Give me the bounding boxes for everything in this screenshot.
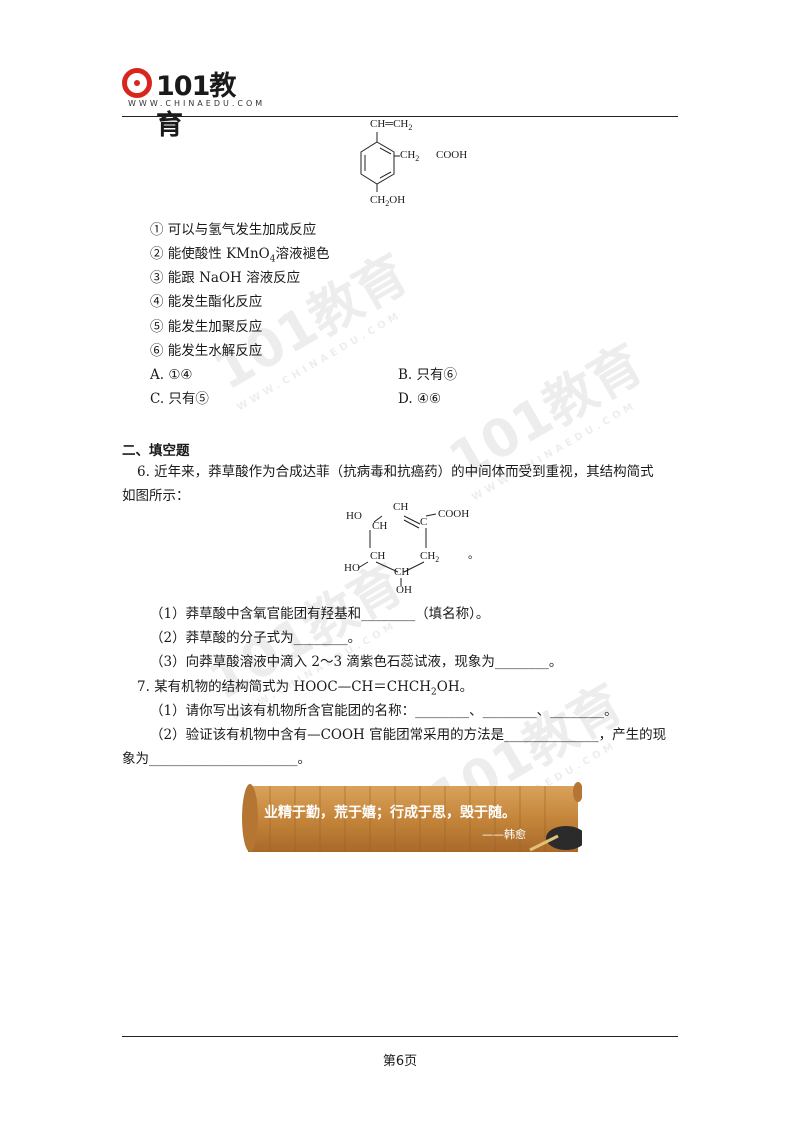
choice-c: C. 只有⑤	[150, 391, 209, 407]
option-5: ⑤ 能发生加聚反应	[150, 319, 263, 335]
q7-sub2b: 象为______________________。	[122, 751, 311, 767]
option-3: ③ 能跟 NaOH 溶液反应	[150, 270, 301, 286]
choice-b: B. 只有⑥	[398, 367, 458, 383]
choice-a: A. ①④	[150, 367, 193, 383]
quote-banner: 业精于勤，荒于嬉；行成于思，毁于随。 ——韩愈	[240, 778, 582, 856]
banner-quote: 业精于勤，荒于嬉；行成于思，毁于随。	[264, 805, 516, 821]
structure-diagram-1: CH═CH2 CH2 COOH CH2OH	[360, 118, 480, 210]
logo-ring-icon	[122, 68, 152, 98]
section-title: 二、填空题	[122, 443, 190, 459]
brand-logo: 101教育 WWW.CHINAEDU.COM	[122, 62, 262, 141]
logo-text: 101教育	[156, 71, 236, 141]
q6-sub2: （2）莽草酸的分子式为________。	[150, 630, 362, 646]
q6-line1: 6. 近年来，莽草酸作为合成达菲（抗病毒和抗癌药）的中间体而受到重视，其结构简式	[137, 464, 654, 480]
logo-url: WWW.CHINAEDU.COM	[128, 99, 266, 108]
option-6: ⑥ 能发生水解反应	[150, 343, 263, 359]
q7-sub1: （1）请你写出该有机物所含官能团的名称：________、________、__…	[150, 703, 618, 719]
footer-rule	[122, 1036, 678, 1037]
q7-sub2: （2）验证该有机物中含有—COOH 官能团常采用的方法是____________…	[150, 727, 667, 743]
header-rule	[122, 116, 678, 117]
scroll-banner-icon	[242, 782, 582, 852]
option-4: ④ 能发生酯化反应	[150, 294, 263, 310]
q6-sub3: （3）向莽草酸溶液中滴入 2～3 滴紫色石蕊试液，现象为________。	[150, 654, 563, 670]
q6-line2: 如图所示：	[122, 488, 190, 504]
banner-author: ——韩愈	[482, 828, 526, 841]
option-2: ② 能使酸性 KMnO4溶液褪色	[150, 246, 330, 265]
page-number: 第6页	[382, 1054, 418, 1069]
q7-line1: 7. 某有机物的结构简式为 HOOC—CH＝CHCH2OH。	[137, 679, 474, 698]
structure-diagram-2: HO CH CH C COOH CH CH2 HO CH OH 。	[340, 500, 500, 596]
benzene-ring-icon	[360, 132, 400, 192]
q6-sub1: （1）莽草酸中含氧官能团有羟基和________（填名称）。	[150, 606, 490, 622]
choice-d: D. ④⑥	[398, 391, 442, 407]
option-1: ① 可以与氢气发生加成反应	[150, 222, 317, 238]
ring-bonds-icon	[357, 513, 437, 586]
